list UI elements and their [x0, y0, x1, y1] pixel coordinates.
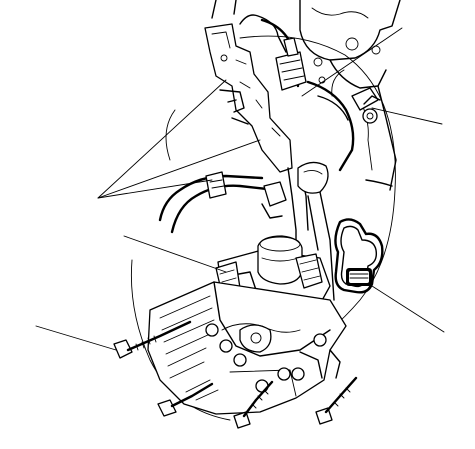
left-hoses: [158, 171, 287, 234]
right-hose-and-clamp: [306, 80, 381, 172]
bolt-bottom-right[interactable]: [315, 376, 358, 425]
pipe-assembly: [287, 161, 335, 301]
upper-connector: [275, 37, 307, 91]
bolt-bottom-center[interactable]: [233, 380, 274, 429]
leader-left-bolt: [35, 325, 117, 351]
transmission-case: [147, 281, 347, 415]
leader-left-connector: [123, 235, 227, 273]
gasket: [334, 218, 384, 294]
leader-lower-right: [371, 285, 445, 333]
callout-leaders: [35, 27, 445, 351]
bolt-left[interactable]: [113, 320, 192, 359]
leader-left-hoses-lower: [97, 179, 213, 199]
leader-right-clamp: [371, 107, 443, 125]
detail-circle: [130, 35, 396, 421]
leader-left-hoses-mid: [97, 139, 261, 199]
engine-block: [299, 0, 401, 191]
bolt-bottom-left[interactable]: [157, 382, 214, 417]
leader-left-hoses-upper: [97, 79, 227, 199]
leader-upper-right: [301, 27, 403, 97]
